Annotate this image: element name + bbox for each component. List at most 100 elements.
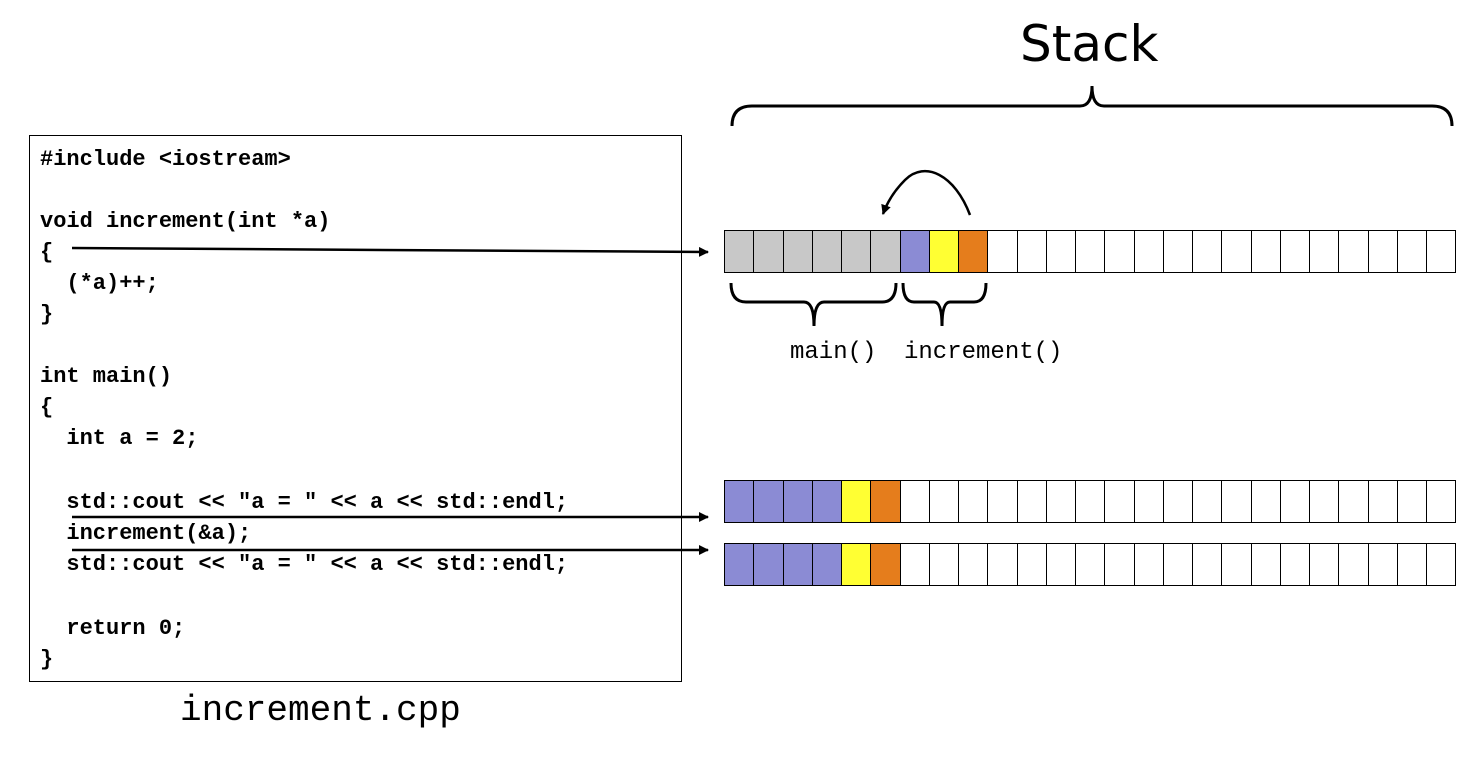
stack-cell-empty — [959, 481, 989, 523]
stack-cell-empty — [1427, 544, 1457, 586]
stack-cell-empty — [1251, 481, 1281, 523]
stack-during-increment — [724, 230, 1457, 273]
code-line: void increment(int *a) — [40, 209, 331, 234]
code-line: { — [40, 240, 54, 265]
stack-cell-var-a — [754, 481, 784, 523]
file-name-label: increment.cpp — [180, 690, 461, 731]
stack-cell-empty — [1046, 231, 1076, 273]
stack-cell-empty — [929, 544, 959, 586]
stack-cell-var-a — [812, 481, 842, 523]
stack-cell-empty — [1222, 544, 1252, 586]
stack-cell-empty — [1193, 481, 1223, 523]
stack-cell-main-frame — [754, 231, 784, 273]
main-frame-label: main() — [790, 339, 877, 366]
stack-cell-empty — [1251, 544, 1281, 586]
code-line: int main() — [40, 364, 173, 389]
stack-cell-slot-yellow — [929, 231, 959, 273]
stack-cell-empty — [1134, 231, 1164, 273]
stack-cell-empty — [1017, 231, 1047, 273]
stack-cell-empty — [988, 231, 1018, 273]
code-line: return 0; — [40, 616, 186, 641]
stack-cell-empty — [1193, 544, 1223, 586]
stack-cell-empty — [1368, 231, 1398, 273]
code-line: } — [40, 647, 54, 672]
stack-cell-empty — [1397, 231, 1427, 273]
stack-cell-empty — [1017, 481, 1047, 523]
stack-cell-empty — [1368, 544, 1398, 586]
stack-cell-empty — [1105, 481, 1135, 523]
stack-cell-empty — [1339, 481, 1369, 523]
stack-cell-empty — [1193, 231, 1223, 273]
stack-before-increment — [724, 480, 1457, 523]
stack-cell-empty — [900, 481, 930, 523]
stack-cell-empty — [1134, 544, 1164, 586]
stack-cell-empty — [1076, 544, 1106, 586]
code-line: } — [40, 302, 54, 327]
stack-cell-slot-orange — [871, 544, 901, 586]
stack-cell-var-a — [900, 231, 930, 273]
return-arrow — [881, 169, 972, 216]
stack-cell-slot-yellow — [842, 544, 872, 586]
stack-cell-main-frame — [871, 231, 901, 273]
code-line: std::cout << "a = " << a << std::endl; — [40, 490, 569, 515]
code-line: (*a)++; — [40, 271, 159, 296]
stack-cell-empty — [1105, 231, 1135, 273]
stack-cell-empty — [1280, 231, 1310, 273]
stack-cell-empty — [988, 481, 1018, 523]
stack-cell-empty — [1163, 231, 1193, 273]
stack-cell-empty — [929, 481, 959, 523]
stack-cell-var-a — [783, 544, 813, 586]
stack-after-increment — [724, 543, 1457, 586]
stack-cell-var-a — [812, 544, 842, 586]
stack-cell-main-frame — [812, 231, 842, 273]
stack-cell-empty — [1310, 544, 1340, 586]
stack-cell-empty — [1017, 544, 1047, 586]
stack-cell-empty — [1222, 481, 1252, 523]
stack-cell-slot-orange — [871, 481, 901, 523]
increment-frame-label: increment() — [904, 339, 1063, 366]
code-line: { — [40, 395, 54, 420]
stack-cell-empty — [988, 544, 1018, 586]
stack-cell-empty — [1076, 481, 1106, 523]
stack-cell-var-a — [725, 481, 755, 523]
stack-cell-slot-yellow — [842, 481, 872, 523]
code-line: increment(&a); — [40, 521, 252, 546]
stack-cell-main-frame — [842, 231, 872, 273]
stack-cell-empty — [1251, 231, 1281, 273]
code-line: std::cout << "a = " << a << std::endl; — [40, 552, 569, 577]
increment-frame-brace — [901, 282, 988, 327]
stack-cell-empty — [1310, 231, 1340, 273]
stack-cell-empty — [1397, 481, 1427, 523]
main-frame-brace — [729, 282, 898, 327]
stack-cell-empty — [1280, 481, 1310, 523]
stack-cell-empty — [1339, 544, 1369, 586]
arrow-increment-entry — [71, 246, 709, 257]
code-line: #include <iostream> — [40, 147, 291, 172]
stack-cell-empty — [1339, 231, 1369, 273]
stack-cell-empty — [1310, 481, 1340, 523]
stack-cell-empty — [1368, 481, 1398, 523]
stack-cell-main-frame — [725, 231, 755, 273]
stack-cell-slot-orange — [959, 231, 989, 273]
stack-cell-var-a — [783, 481, 813, 523]
stack-cell-empty — [1134, 481, 1164, 523]
stack-cell-empty — [1105, 544, 1135, 586]
code-box — [29, 135, 682, 682]
stack-cell-empty — [1222, 231, 1252, 273]
stack-cell-empty — [959, 544, 989, 586]
stack-cell-empty — [1397, 544, 1427, 586]
stack-cell-empty — [1427, 481, 1457, 523]
stack-brace — [730, 85, 1454, 127]
code-line: int a = 2; — [40, 426, 199, 451]
stack-cell-empty — [900, 544, 930, 586]
stack-cell-empty — [1163, 481, 1193, 523]
stack-cell-var-a — [754, 544, 784, 586]
stack-title: Stack — [1020, 15, 1159, 73]
stack-cell-empty — [1076, 231, 1106, 273]
stack-cell-empty — [1427, 231, 1457, 273]
stack-cell-var-a — [725, 544, 755, 586]
stack-cell-empty — [1046, 544, 1076, 586]
stack-cell-empty — [1280, 544, 1310, 586]
stack-cell-empty — [1046, 481, 1076, 523]
